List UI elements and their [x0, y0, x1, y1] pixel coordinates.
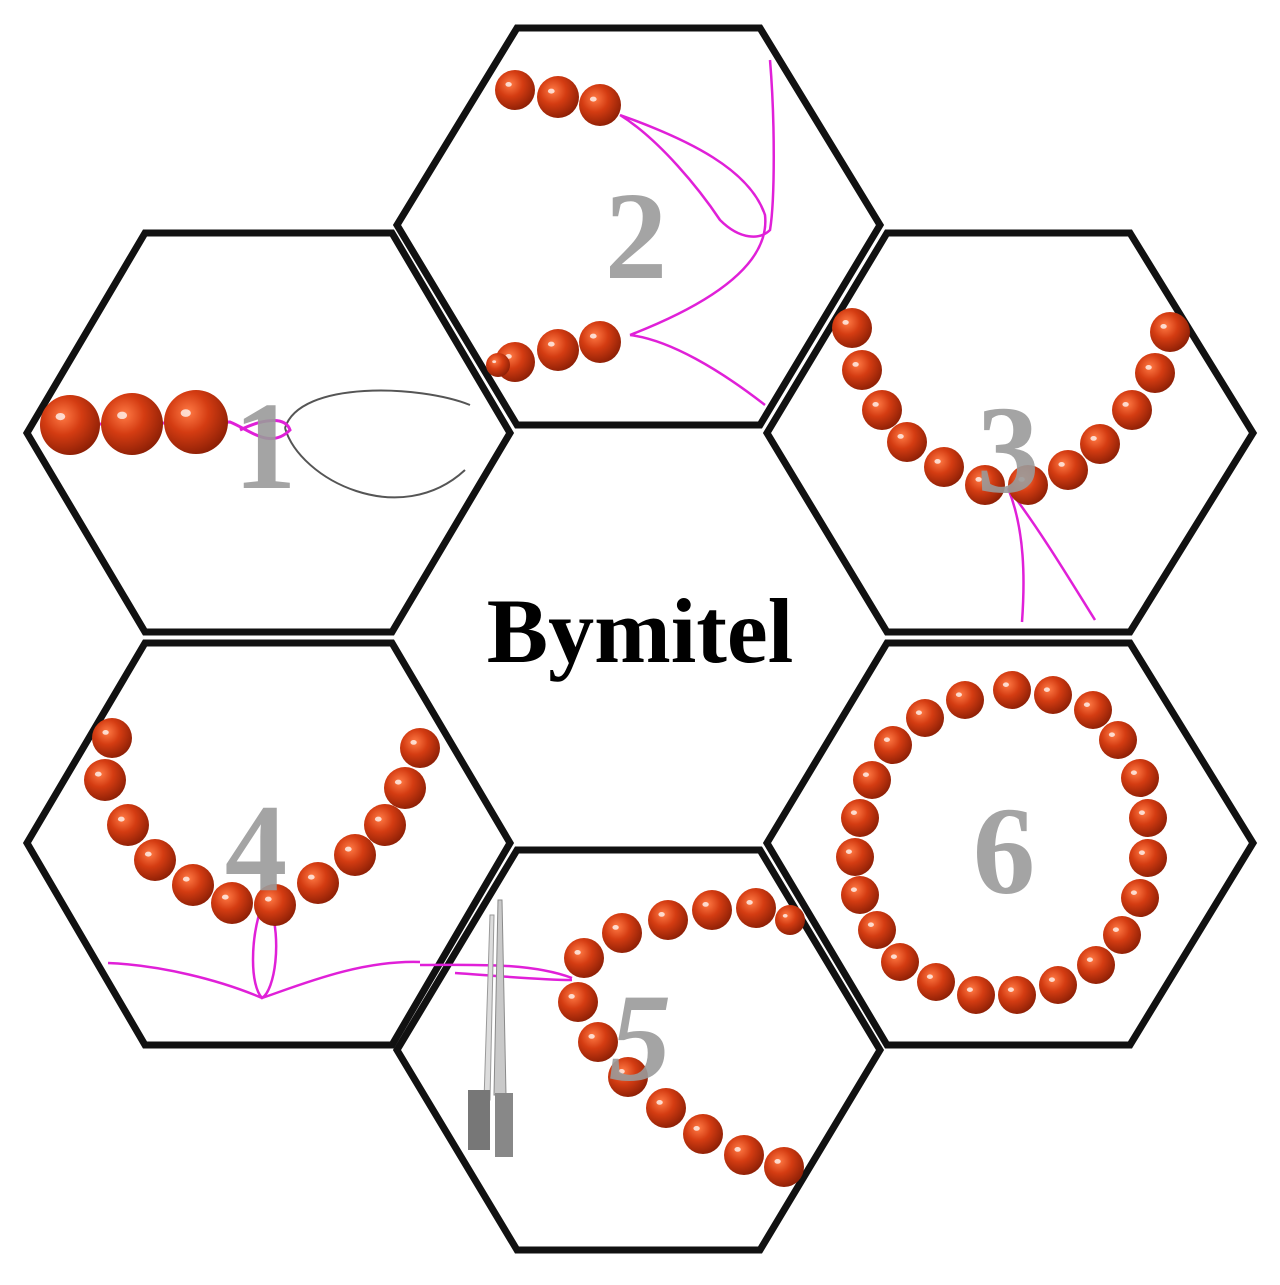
step-2-number: 2: [605, 168, 668, 306]
step-1-number: 1: [234, 378, 297, 516]
step-4-hexagon: 4: [22, 639, 515, 1049]
elastic-cord: [39, 419, 292, 441]
step-5-hexagon: 5: [392, 846, 885, 1254]
bead-2: [101, 393, 163, 455]
scissors-icon: [468, 899, 513, 1157]
needle-wire: [284, 389, 471, 499]
bead-3: [164, 390, 228, 454]
elastic-cord: [1006, 487, 1097, 623]
elastic-cord: [107, 904, 421, 1000]
brand-name: Bymitel: [486, 580, 794, 682]
elastic-cord: [619, 59, 775, 406]
step-2-hexagon: 2: [392, 24, 885, 429]
step-6-number: 6: [973, 783, 1036, 921]
step-5-number: 5: [609, 970, 672, 1108]
step-6-hexagon: 6: [762, 639, 1258, 1049]
step-1-hexagon: 1: [22, 229, 515, 636]
bead-1: [40, 395, 100, 455]
step-3-number: 3: [977, 382, 1040, 520]
step-3-hexagon: 3: [762, 229, 1258, 636]
step-4-number: 4: [225, 780, 288, 918]
